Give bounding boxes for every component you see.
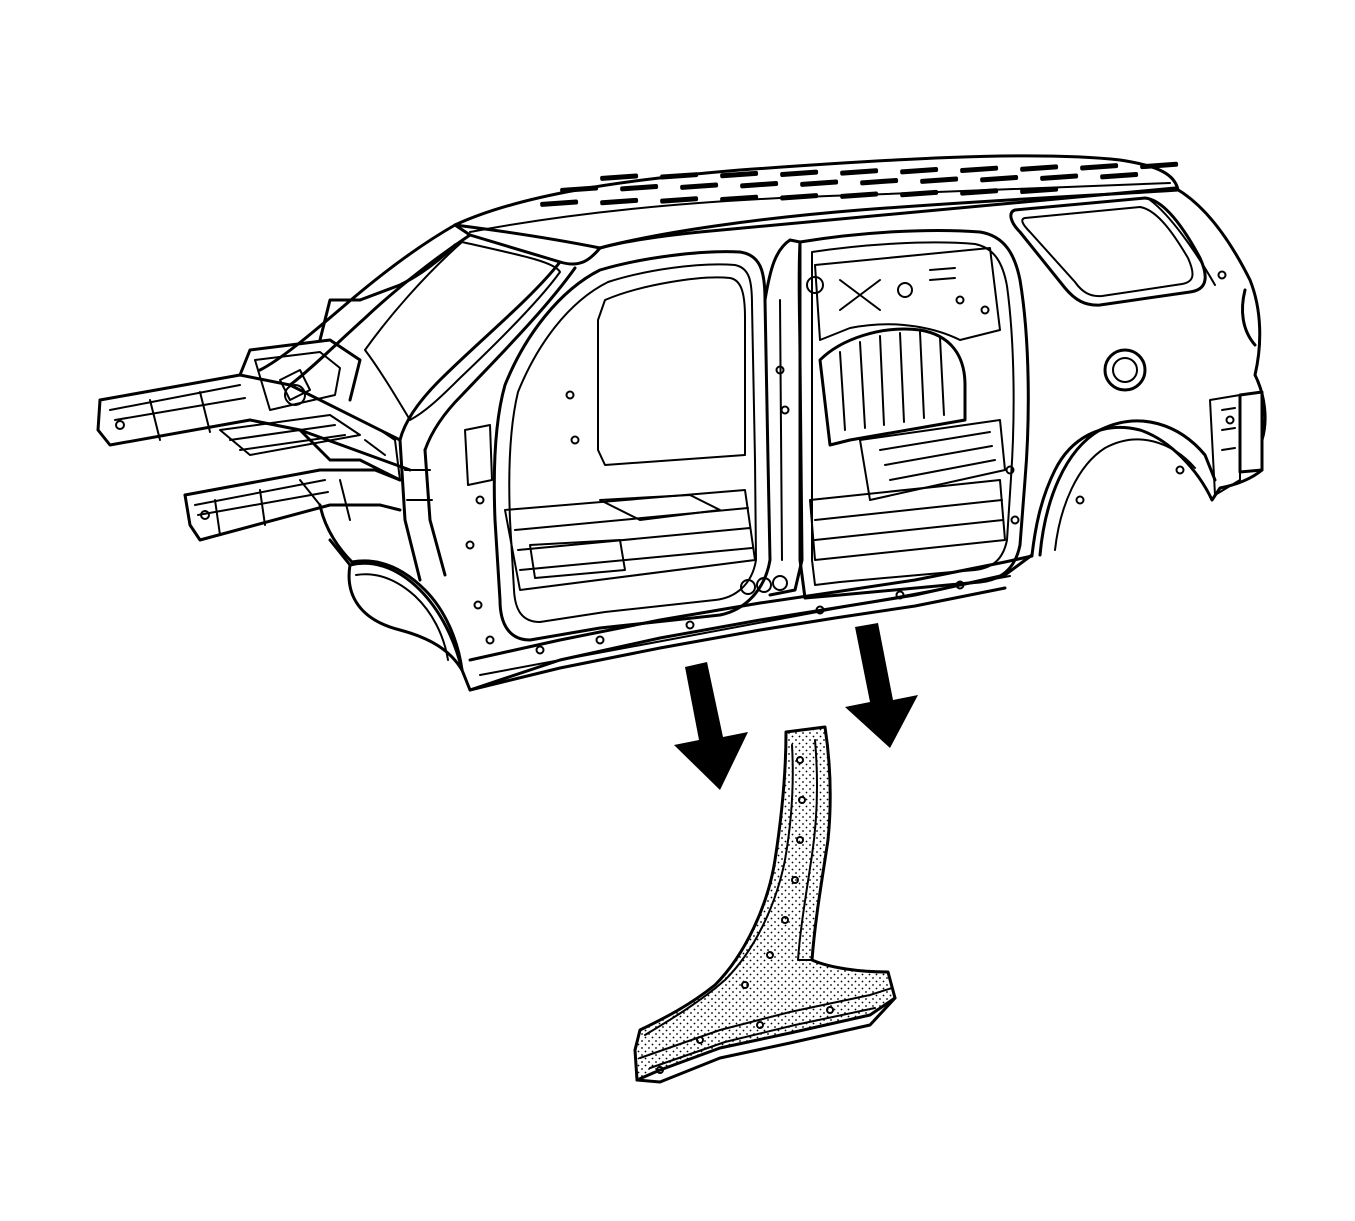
fuel-filler-door [1103,348,1147,392]
roof-slot [1100,171,1139,180]
roof-slot [900,166,939,175]
down-arrow-icon [674,662,748,790]
upper-rail [98,373,402,442]
fastener-holes [465,270,1235,655]
roof-slot [1040,173,1079,181]
roof-slot [780,193,819,201]
fastener-hole [595,635,605,645]
roof-slot [1140,161,1179,170]
roof-slot [960,165,999,174]
front-wheel-arch [350,559,464,672]
roof-slot [900,189,939,198]
a-pillar-outline [258,223,457,372]
b-pillar-rocker-panel-icon [633,725,897,1084]
front-window-opening [597,276,746,466]
fastener-hole [780,405,790,415]
roof-slot [840,168,879,176]
roof-slot [800,179,839,187]
rear-door-opening [798,228,1030,600]
vehicle-body-shell-icon [96,154,1267,692]
roof-slot [720,194,759,203]
rocker-holes [740,575,788,595]
roof-slot [660,196,699,204]
fastener-hole [1175,465,1185,475]
roof-slot [860,177,899,186]
roof-slot [540,199,579,207]
b-pillar-stippled-panel [633,725,897,1082]
fastener-hole [565,390,575,400]
fastener-hole [475,495,485,505]
roof-slot [980,174,1019,183]
roof-slot [920,176,959,184]
roof-slot [560,185,599,193]
b-pillar-holes [656,756,834,1074]
roof-slot [840,191,879,199]
fastener-hole [980,305,990,315]
fastener-hole [955,580,965,590]
fastener-hole [685,620,695,630]
roof-slot [960,188,999,196]
rear-wheelhouse-inner [818,327,967,447]
windshield-opening [364,241,561,421]
roof-slot [1020,164,1059,172]
fastener-hole [1217,270,1227,280]
roof-slot [740,180,779,189]
fastener-hole [955,295,965,305]
fastener-hole [485,635,495,645]
fastener-hole [535,645,545,655]
roof-slot [600,197,639,206]
roof-slot [1020,186,1059,195]
roof-slot [660,172,699,180]
roof-slot [1080,163,1119,171]
fastener-hole [570,435,580,445]
roof-slot-pattern [540,161,1179,207]
roof-slot [680,182,719,190]
fastener-hole [775,365,785,375]
roof-slot [620,183,659,192]
rocker-panel [468,554,1034,662]
roof-slot [600,173,639,181]
roof-slot [720,170,759,179]
fastener-hole [1005,465,1015,475]
fastener-hole [895,590,905,600]
fastener-hole [815,605,825,615]
lower-rail [183,468,402,497]
tail-lamp-pocket [1238,390,1264,474]
rear-wheel-arch [1038,419,1217,557]
fastener-hole [1075,495,1085,505]
rear-quarter-window [1009,196,1207,307]
fastener-hole [1010,515,1020,525]
roof-slot [780,169,819,177]
fastener-hole [1225,415,1235,425]
fastener-hole [465,540,475,550]
fastener-hole [473,600,483,610]
front-door-opening [492,250,772,642]
down-arrow-icon [845,623,918,748]
